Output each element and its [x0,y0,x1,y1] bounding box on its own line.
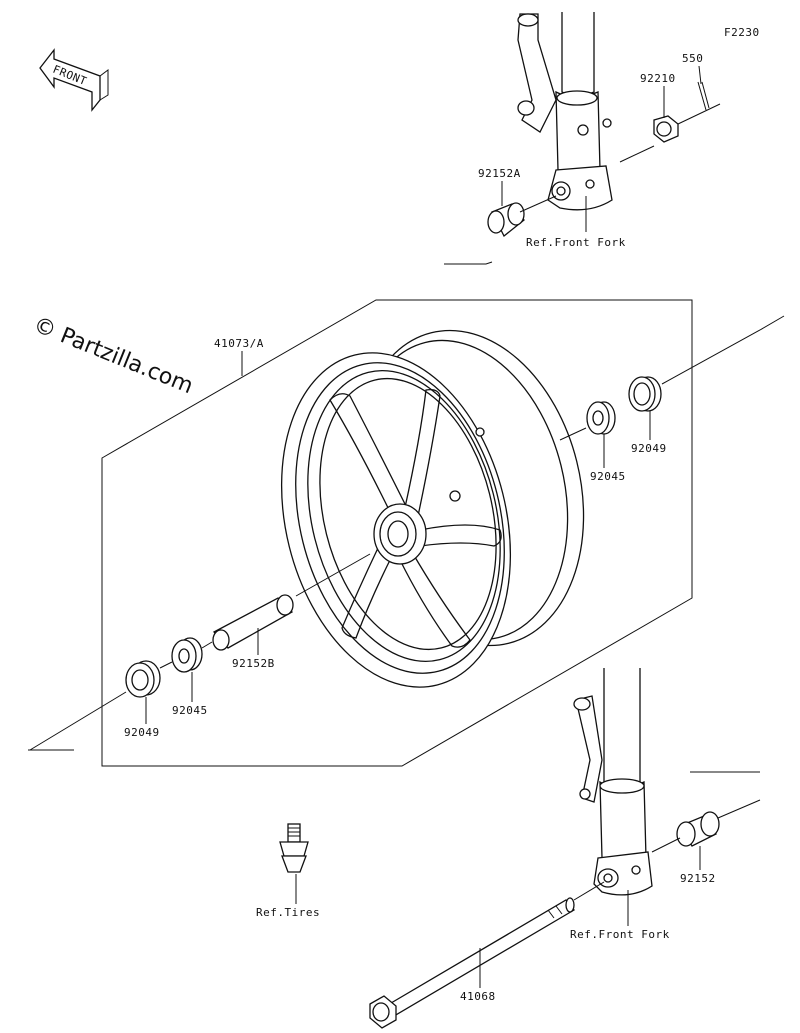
label-92045-right: 92045 [590,470,626,483]
label-550: 550 [682,52,703,65]
label-41068: 41068 [460,990,496,1003]
distance-collar-92152B [212,594,294,651]
label-92049-right: 92049 [631,442,667,455]
label-ref-front-fork-bottom: Ref.Front Fork [570,928,670,941]
label-92152A: 92152A [478,167,521,180]
label-92049-left: 92049 [124,726,160,739]
label-92210: 92210 [640,72,676,85]
figure-code: F2230 [724,26,760,39]
label-ref-tires: Ref.Tires [256,906,320,919]
collar-92152 [676,811,720,847]
wheel-assembly-frame [101,299,693,767]
collar-92152A [487,202,525,238]
axle-41068 [369,897,575,1029]
oil-seal-92049-right [628,376,662,412]
label-92152B: 92152B [232,657,275,670]
oil-seal-92049-left [125,660,161,698]
watermark: © Partzilla.com [30,312,197,399]
front-fork-top [517,12,613,211]
cast-wheel-41073 [280,329,585,688]
bearing-92045-right [586,401,616,435]
label-92045-left: 92045 [172,704,208,717]
label-92152: 92152 [680,872,716,885]
front-fork-bottom [573,668,653,896]
front-arrow-icon: FRONT [39,48,109,112]
label-ref-front-fork-top: Ref.Front Fork [526,236,626,249]
label-41073A: 41073/A [214,337,264,350]
bearing-92045-left [171,637,203,673]
tire-valve [279,823,309,873]
axle-nut-92210 [653,115,679,143]
cotter-pin-550 [697,81,710,111]
